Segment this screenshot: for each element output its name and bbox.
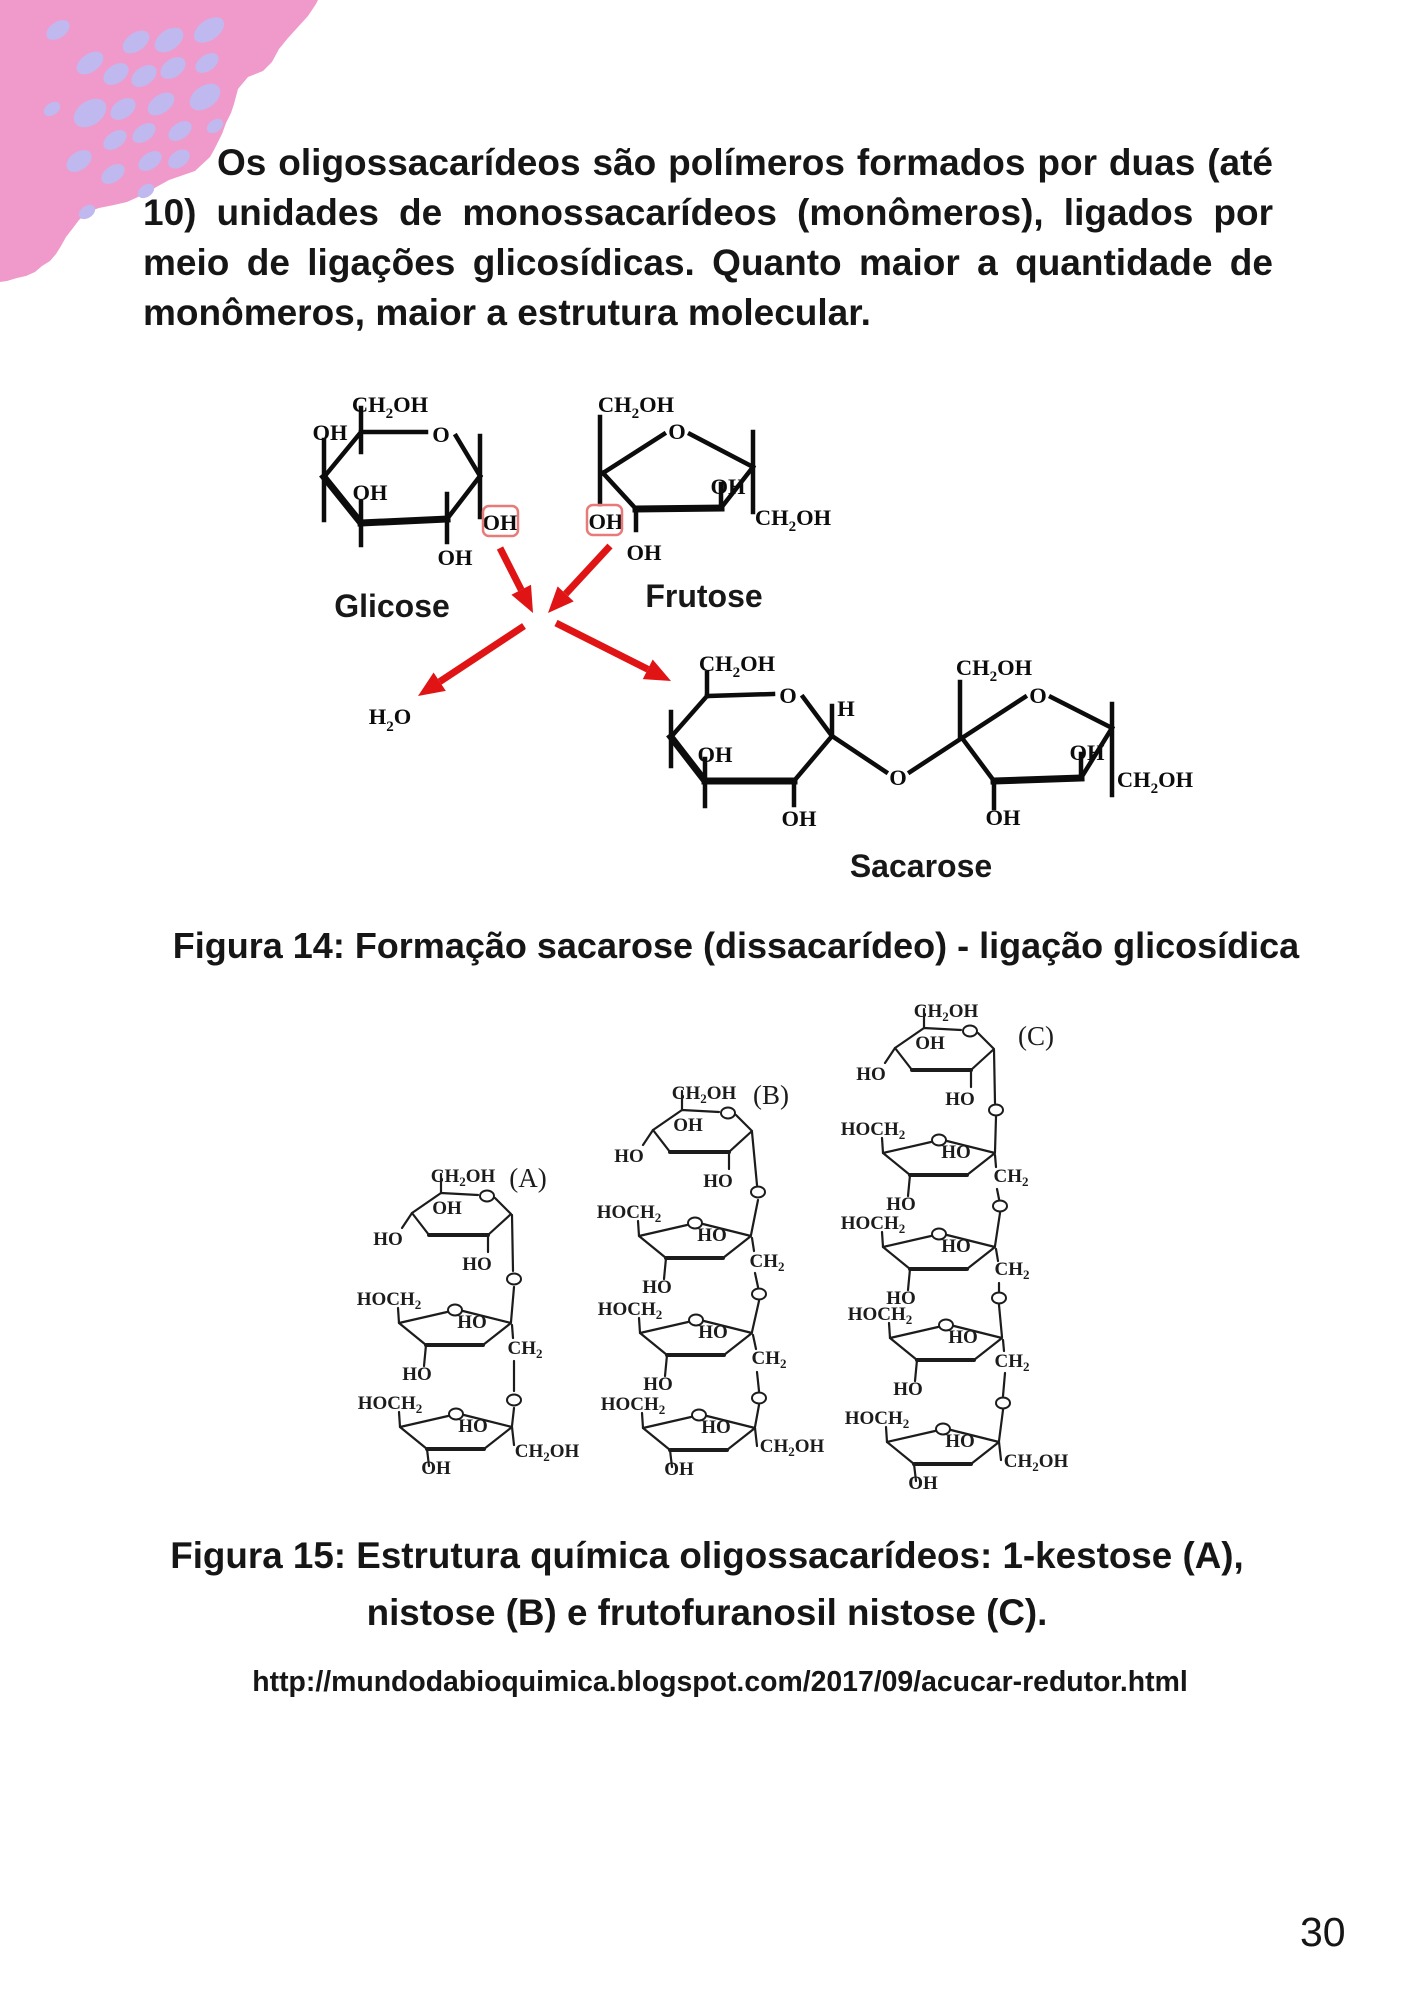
svg-text:OH: OH [588, 509, 624, 534]
svg-text:CH2OH: CH2OH [598, 392, 675, 422]
svg-text:CH2: CH2 [995, 1351, 1030, 1374]
svg-text:CH2OH: CH2OH [760, 1436, 825, 1459]
svg-text:OH: OH [985, 805, 1021, 830]
svg-text:OH: OH [482, 510, 518, 535]
svg-text:H2O: H2O [369, 704, 412, 735]
svg-text:O: O [668, 419, 686, 444]
svg-text:CH2OH: CH2OH [1004, 1451, 1069, 1474]
svg-text:CH2OH: CH2OH [755, 505, 832, 535]
svg-text:Frutose: Frutose [645, 578, 762, 614]
svg-text:O: O [889, 765, 907, 790]
svg-text:CH2OH: CH2OH [699, 651, 776, 681]
svg-text:OH: OH [626, 540, 662, 565]
svg-text:OH: OH [312, 420, 348, 445]
svg-text:Sacarose: Sacarose [850, 848, 992, 884]
svg-text:O: O [1029, 683, 1047, 708]
svg-text:OH: OH [697, 742, 733, 767]
svg-text:CH2: CH2 [508, 1338, 543, 1361]
svg-text:(C): (C) [1018, 1021, 1054, 1051]
svg-text:CH2OH: CH2OH [515, 1441, 580, 1464]
svg-text:O: O [779, 683, 797, 708]
svg-text:CH2: CH2 [994, 1166, 1029, 1189]
svg-text:CH2: CH2 [750, 1251, 785, 1274]
svg-text:(A): (A) [509, 1163, 546, 1193]
svg-text:OH: OH [781, 806, 817, 831]
svg-text:H: H [837, 696, 855, 721]
svg-text:CH2OH: CH2OH [956, 655, 1033, 685]
svg-text:O: O [432, 422, 450, 447]
svg-text:OH: OH [710, 474, 746, 499]
svg-text:CH2OH: CH2OH [1117, 767, 1194, 797]
svg-text:OH: OH [352, 480, 388, 505]
svg-text:CH2OH: CH2OH [352, 392, 429, 422]
svg-text:(B): (B) [753, 1080, 789, 1110]
svg-text:CH2: CH2 [995, 1259, 1030, 1282]
svg-text:OH: OH [1069, 740, 1105, 765]
svg-text:CH2: CH2 [752, 1348, 787, 1371]
svg-text:Glicose: Glicose [334, 588, 450, 624]
svg-text:OH: OH [437, 545, 473, 570]
